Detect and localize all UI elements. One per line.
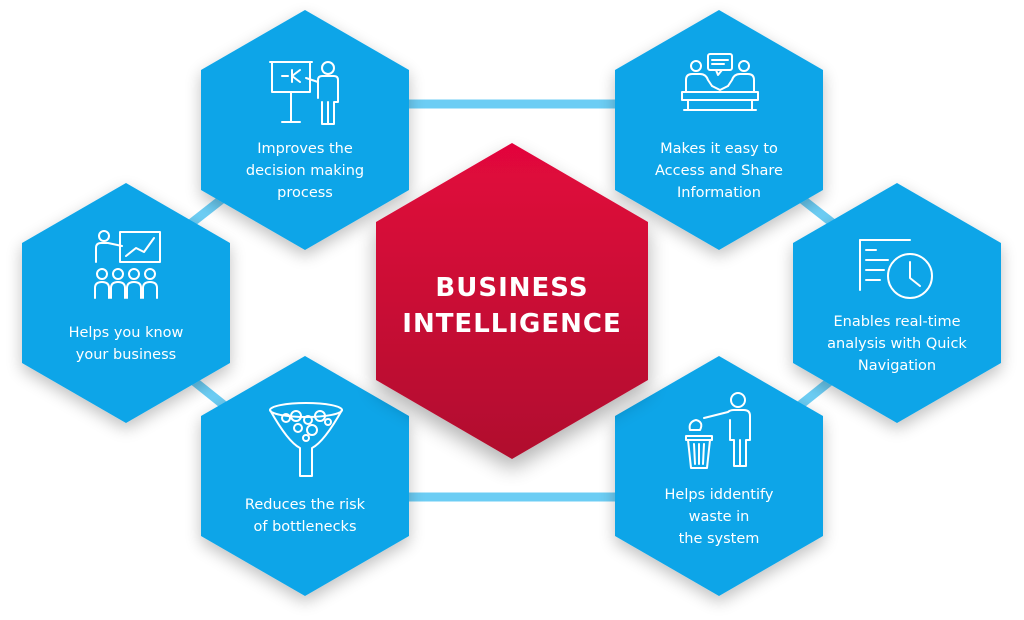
list-clock-icon — [859, 239, 933, 299]
audience-chart-icon — [94, 230, 161, 299]
hex-label-realtime-line3: Navigation — [858, 358, 936, 374]
hex-label-bottleneck-line2: of bottlenecks — [253, 519, 356, 535]
hex-label-waste-line1: Helps iddentify — [665, 487, 774, 503]
hex-realtime — [793, 183, 1001, 423]
presentation-icon — [269, 61, 339, 125]
hex-label-know-line1: Helps you know — [69, 325, 184, 341]
trash-person-icon — [685, 392, 751, 469]
hex-share — [615, 10, 823, 250]
hex-label-share-line2: Access and Share — [655, 163, 783, 179]
hex-label-waste-line3: the system — [679, 531, 760, 547]
hex-label-know-line2: your business — [76, 347, 176, 363]
hex-label-share-line1: Makes it easy to — [660, 141, 778, 157]
hex-decision — [201, 10, 409, 250]
hex-label-decision-line1: Improves the — [257, 141, 353, 157]
center-title-line1: BUSINESS — [435, 273, 588, 303]
funnel-icon — [269, 402, 343, 477]
hex-label-decision-line2: decision making — [246, 163, 364, 179]
hex-know — [22, 183, 230, 423]
hex-label-waste-line2: waste in — [689, 509, 750, 525]
hex-label-realtime-line2: analysis with Quick — [827, 336, 967, 352]
hex-labels: Improves the decision making process Makes … — [69, 141, 968, 547]
hex-label-decision-line3: process — [277, 185, 333, 201]
meeting-icon — [681, 53, 759, 111]
hex-waste — [615, 356, 823, 596]
center-title-line2: INTELLIGENCE — [402, 309, 621, 339]
hex-label-realtime-line1: Enables real-time — [833, 314, 960, 330]
hex-label-share-line3: Information — [677, 185, 761, 201]
center-hex — [376, 143, 648, 459]
hex-label-bottleneck-line1: Reduces the risk — [245, 497, 366, 513]
